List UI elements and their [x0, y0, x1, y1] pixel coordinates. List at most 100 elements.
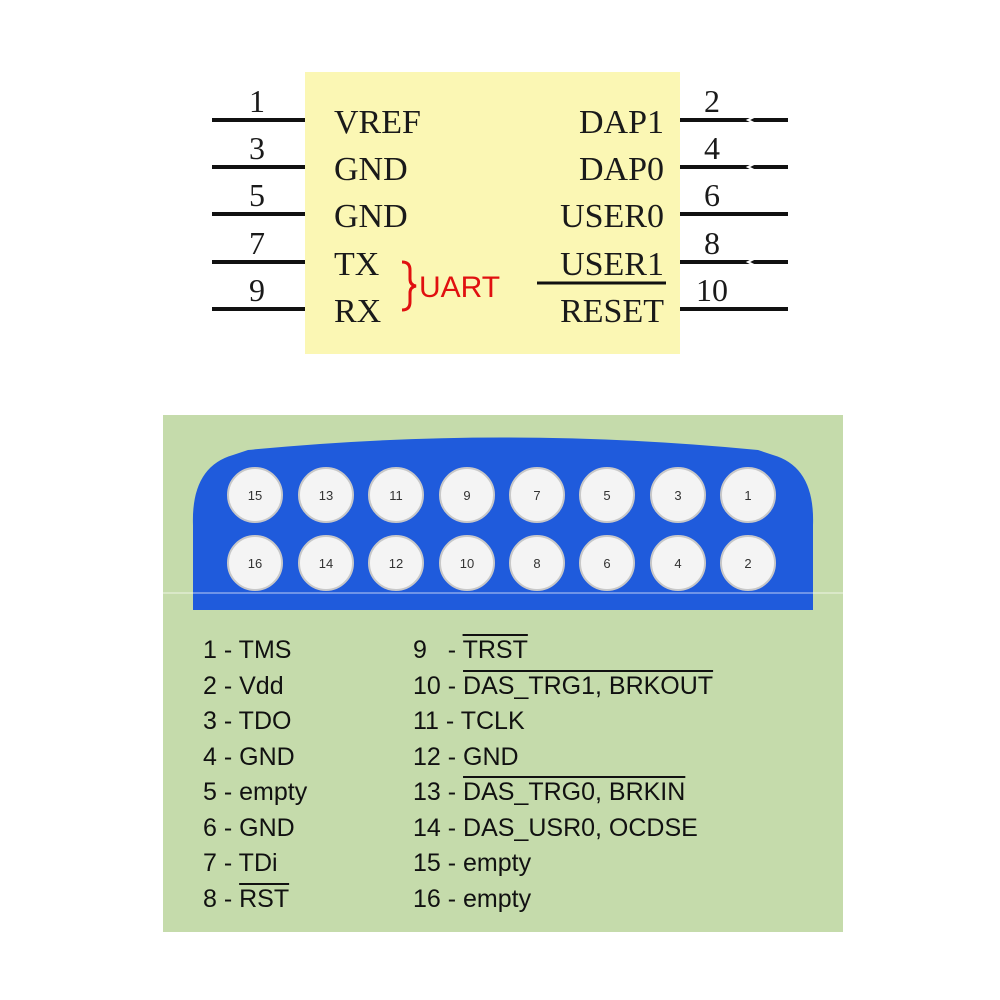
pin-legend-number: 12 -	[413, 742, 464, 771]
pin-label-2: DAP1	[579, 104, 664, 141]
connector-pin-number-4: 4	[674, 556, 681, 571]
pin-number-3: 3	[249, 130, 265, 166]
connector-pin-6	[579, 535, 635, 591]
connector-pin-number-15: 15	[248, 488, 262, 503]
pin-legend-row: 16 - empty	[413, 882, 713, 918]
pin-legend-signal: TMS	[238, 636, 292, 664]
pin-legend-row: 11 - TCLK	[413, 704, 713, 740]
pin-label-10: RESET	[560, 293, 664, 330]
connector-pin-16	[227, 535, 283, 591]
pin-legend-number: 9 -	[413, 636, 463, 664]
connector-pin-number-9: 9	[463, 488, 470, 503]
connector-pin-3	[650, 467, 706, 523]
connector-pin-number-8: 8	[533, 556, 540, 571]
pin-legend-signal: empty	[463, 849, 532, 877]
connector-pin-9	[439, 467, 495, 523]
pin-label-7: TX	[334, 246, 379, 283]
connector-pin-number-11: 11	[389, 488, 403, 503]
pin-legend-row: 9 - TRST	[413, 633, 713, 669]
pin-legend-signal: GND	[239, 742, 295, 771]
connector-pin-number-16: 16	[248, 556, 262, 571]
pin-legend-signal: TDi	[238, 849, 278, 877]
pin-number-8: 8	[704, 225, 720, 261]
pin-label-3: GND	[334, 151, 408, 188]
pin-legend-number: 5 -	[203, 778, 240, 806]
pin-number-4: 4	[704, 130, 720, 166]
connector-pin-13	[298, 467, 354, 523]
connector-pin-7	[509, 467, 565, 523]
connector-pin-number-12: 12	[389, 556, 403, 571]
pin-number-6: 6	[704, 177, 720, 213]
pin-legend-row: 10 - DAS_TRG1, BRKOUT	[413, 669, 713, 705]
chip-body	[305, 72, 680, 354]
pin-label-8: USER1	[560, 246, 664, 283]
pin-legend-signal: DAS_TRG0, BRKIN	[463, 778, 686, 806]
pin-number-1: 1	[249, 83, 265, 119]
connector-pin-number-7: 7	[533, 488, 540, 503]
pin-label-4: DAP0	[579, 151, 664, 188]
pin-legend-row: 3 - TDO	[203, 704, 307, 740]
connector-pin-number-13: 13	[319, 488, 333, 503]
connector-pin-2	[720, 535, 776, 591]
pin-legend-number: 14 -	[413, 813, 464, 842]
connector-pin-number-6: 6	[603, 556, 610, 571]
connector-body	[192, 437, 814, 610]
pin-arrow-icon-2	[745, 113, 761, 127]
pin-legend-signal: DAS_TRG1, BRKOUT	[463, 671, 714, 700]
pin-legend-row: 14 - DAS_USR0, OCDSE	[413, 811, 713, 847]
pin-legend-signal: TRST	[462, 636, 528, 664]
pin-legend-number: 16 -	[413, 884, 464, 913]
pin-legend-signal: DAS_USR0, OCDSE	[463, 813, 698, 842]
pin-legend-number: 13 -	[413, 778, 464, 806]
pin-legend-row: 7 - TDi	[203, 846, 307, 882]
pin-legend-number: 2 -	[203, 671, 240, 700]
pin-legend-number: 11 -	[413, 707, 461, 735]
pin-legend-signal: GND	[239, 813, 295, 842]
connector-pin-number-1: 1	[744, 488, 751, 503]
connector-pin-8	[509, 535, 565, 591]
pin-number-10: 10	[696, 272, 728, 308]
pin-legend-row: 13 - DAS_TRG0, BRKIN	[413, 775, 713, 811]
pin-arrow-icon-4	[745, 160, 761, 174]
connector-pin-10	[439, 535, 495, 591]
connector-pin-15	[227, 467, 283, 523]
pin-label-9: RX	[334, 293, 381, 330]
pin-legend-number: 10 -	[413, 671, 464, 700]
pin-legend-number: 15 -	[413, 849, 464, 877]
pin-legend-row: 12 - GND	[413, 740, 713, 776]
pin-legend-row: 6 - GND	[203, 811, 307, 847]
uart-label: UART	[419, 271, 500, 304]
pin-number-5: 5	[249, 177, 265, 213]
pin-label-1: VREF	[334, 104, 421, 141]
connector-pin-number-3: 3	[674, 488, 681, 503]
connector-pin-number-2: 2	[744, 556, 751, 571]
connector-pin-11	[368, 467, 424, 523]
pin-legend-number: 7 -	[203, 849, 239, 877]
connector-pin-5	[579, 467, 635, 523]
pin-label-5: GND	[334, 198, 408, 235]
pin-legend-number: 3 -	[203, 707, 239, 735]
pin-legend-row: 4 - GND	[203, 740, 307, 776]
pin-legend-signal: TDO	[238, 707, 292, 735]
pin-legend-row: 1 - TMS	[203, 633, 307, 669]
pin-legend-number: 6 -	[203, 813, 240, 842]
uart-bracket	[401, 260, 417, 312]
pin-legend-signal: RST	[239, 884, 290, 913]
pin-legend-signal: TCLK	[460, 707, 525, 735]
connector-pin-1	[720, 467, 776, 523]
connector-pin-number-5: 5	[603, 488, 610, 503]
pin-legend-signal: empty	[463, 884, 532, 913]
pin-legend-row: 15 - empty	[413, 846, 713, 882]
connector-pin-14	[298, 535, 354, 591]
pin-legend-number: 8 -	[203, 884, 240, 913]
pin-legend-number: 1 -	[203, 636, 239, 664]
connector-pin-number-10: 10	[460, 556, 474, 571]
pin-legend-row: 2 - Vdd	[203, 669, 307, 705]
pin-legend-row: 8 - RST	[203, 882, 307, 918]
pin-number-2: 2	[704, 83, 720, 119]
